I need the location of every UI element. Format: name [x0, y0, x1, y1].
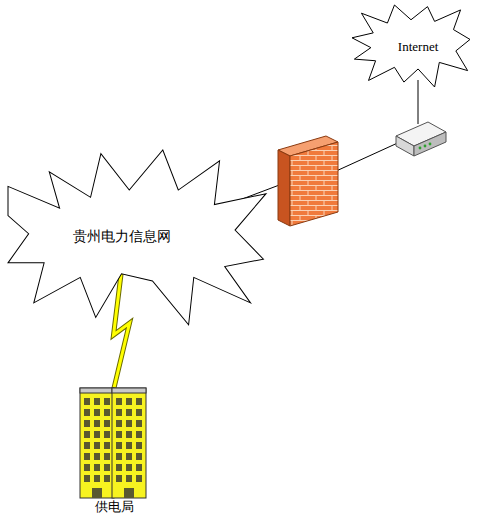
- lightning-link: [114, 270, 130, 388]
- firewall-icon: [278, 136, 338, 226]
- building-icon: [74, 384, 154, 518]
- internet-cloud: Internet: [352, 5, 470, 87]
- wire: [418, 80, 419, 124]
- network-cloud: 贵州电力信息网: [8, 150, 266, 332]
- building-node: 供电局: [74, 384, 154, 518]
- node-label: 贵州电力信息网: [73, 228, 171, 246]
- node-label: Internet: [398, 39, 438, 55]
- node-label: 供电局: [95, 498, 134, 516]
- router-icon: [396, 122, 446, 156]
- wire: [334, 141, 402, 172]
